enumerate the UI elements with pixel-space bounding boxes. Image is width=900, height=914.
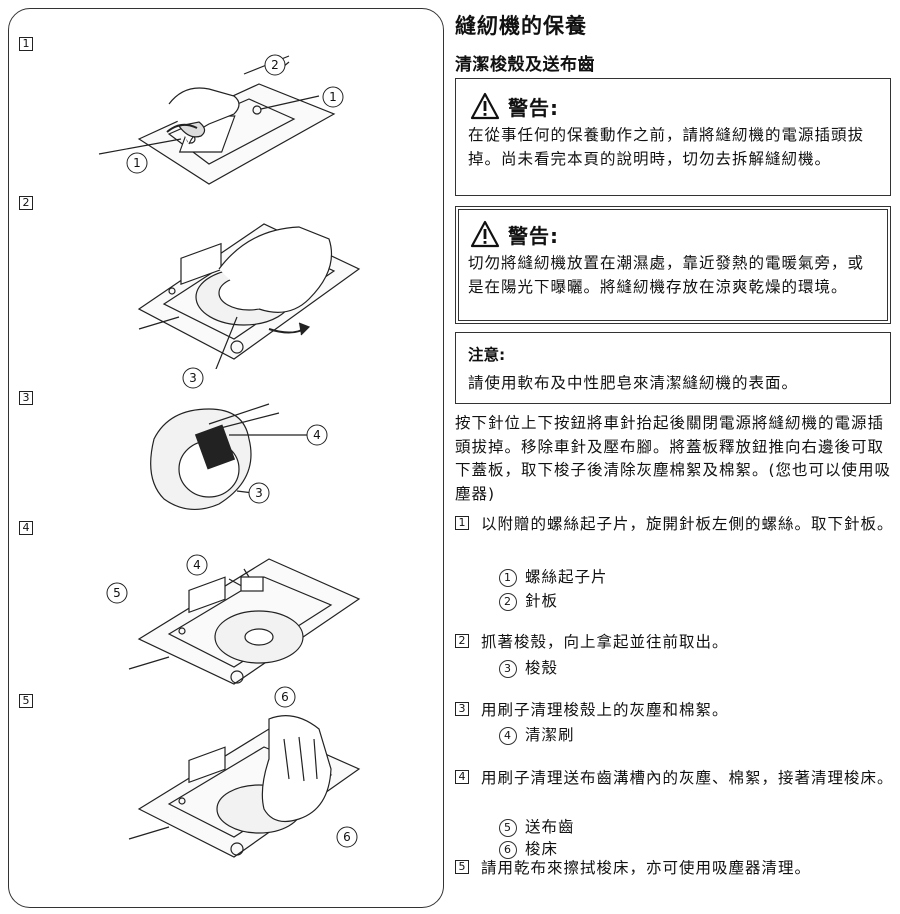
- fig3-callout-3-text: 3: [255, 486, 263, 500]
- part-number: 4: [499, 727, 517, 745]
- step-number-box: 5: [455, 860, 469, 874]
- fig4-callout-4-text: 4: [193, 558, 201, 572]
- fig3-callout-4: 4: [306, 424, 328, 446]
- warning-text: 切勿將縫紉機放置在潮濕處，靠近發熱的電暖氣旁，或是在陽光下曝曬。將縫紉機存放在涼…: [468, 254, 865, 296]
- part-number: 3: [499, 660, 517, 678]
- fig1-callout-1-right-text: 1: [329, 90, 337, 104]
- note-heading: 注意:: [468, 346, 506, 364]
- figure-step-1-label: 1: [19, 37, 33, 51]
- figure-wipe-hook-race: [69, 709, 369, 869]
- fig1-callout-1-right: 1: [322, 86, 344, 108]
- part-item: 4 清潔刷: [499, 724, 575, 746]
- fig4-callout-5: 5: [106, 582, 128, 604]
- fig4-callout-4: 4: [186, 554, 208, 576]
- fig1-callout-1-left: 1: [126, 152, 148, 174]
- step-text: 用刷子清理送布齒溝槽內的灰塵、棉絮，接著清理梭床。: [481, 769, 894, 787]
- warning-triangle-icon: [470, 92, 500, 120]
- figure-brush-feed-dogs: [69, 549, 369, 699]
- figure-lift-bobbin-case: [69, 209, 369, 369]
- warning-heading-row: 警告:: [470, 89, 559, 123]
- fig2-callout-3-text: 3: [189, 371, 197, 385]
- part-number: 6: [499, 841, 517, 859]
- step-text: 用刷子清理梭殼上的灰塵和棉絮。: [481, 701, 729, 719]
- part-item: 1 螺絲起子片: [499, 566, 608, 588]
- part-item: 5 送布齒: [499, 816, 575, 838]
- fig4-callout-6-text: 6: [281, 690, 289, 704]
- step-number-box: 1: [455, 516, 469, 530]
- fig3-callout-3: 3: [248, 482, 270, 504]
- part-label: 梭床: [525, 840, 559, 858]
- step-text: 以附贈的螺絲起子片，旋開針板左側的螺絲。取下針板。: [481, 515, 894, 533]
- fig5-callout-6-text: 6: [343, 830, 351, 844]
- fig2-callout-3: 3: [182, 367, 204, 389]
- figure-step-4-label: 4: [19, 521, 33, 535]
- step-number-box: 2: [455, 634, 469, 648]
- part-label: 螺絲起子片: [525, 568, 608, 586]
- figure-step-5-label: 5: [19, 694, 33, 708]
- part-label: 送布齒: [525, 818, 575, 836]
- part-label: 梭殼: [525, 659, 559, 677]
- figure-step-3-label: 3: [19, 391, 33, 405]
- warning-text: 在從事任何的保養動作之前，請將縫紉機的電源插頭拔掉。尚未看完本頁的說明時，切勿去…: [468, 126, 865, 168]
- warning-triangle-icon: [470, 220, 500, 248]
- section-subtitle: 清潔梭殼及送布齒: [455, 55, 595, 75]
- fig5-callout-6: 6: [336, 826, 358, 848]
- step-number-box: 4: [455, 770, 469, 784]
- note-text: 請使用軟布及中性肥皂來清潔縫紉機的表面。: [468, 374, 799, 392]
- warning-heading-row: 警告:: [470, 217, 559, 251]
- page-title: 縫紉機的保養: [455, 14, 587, 38]
- fig3-callout-4-text: 4: [313, 428, 321, 442]
- step-text: 抓著梭殼，向上拿起並往前取出。: [481, 633, 729, 651]
- fig4-callout-5-text: 5: [113, 586, 121, 600]
- illustration-panel: 1 2 3 4 5 2 1 1: [8, 8, 444, 908]
- warning-heading: 警告:: [508, 223, 559, 248]
- part-item: 6 梭床: [499, 838, 558, 860]
- note-box: 注意: 請使用軟布及中性肥皂來清潔縫紉機的表面。: [455, 332, 891, 404]
- figure-brush-bobbin-case: [69, 399, 369, 519]
- part-number: 1: [499, 569, 517, 587]
- fig1-callout-1-left-text: 1: [133, 156, 141, 170]
- step-text: 請用乾布來擦拭梭床，亦可使用吸塵器清理。: [481, 859, 812, 877]
- part-item: 2 針板: [499, 590, 558, 612]
- warning-box-unplug: 警告: 在從事任何的保養動作之前，請將縫紉機的電源插頭拔掉。尚未看完本頁的說明時…: [455, 78, 891, 196]
- part-label: 清潔刷: [525, 726, 575, 744]
- part-item: 3 梭殼: [499, 657, 558, 679]
- figure-step-2-label: 2: [19, 196, 33, 210]
- step-number-box: 3: [455, 702, 469, 716]
- warning-heading: 警告:: [508, 95, 559, 120]
- intro-paragraph: 按下針位上下按鈕將車針抬起後關閉電源將縫紉機的電源插頭拔掉。移除車針及壓布腳。將…: [455, 414, 892, 503]
- fig4-callout-6: 6: [274, 686, 296, 708]
- part-number: 5: [499, 819, 517, 837]
- fig1-callout-2-text: 2: [271, 58, 279, 72]
- figure-remove-needle-plate: [69, 44, 369, 194]
- part-number: 2: [499, 593, 517, 611]
- fig1-callout-2: 2: [264, 54, 286, 76]
- part-label: 針板: [525, 592, 559, 610]
- warning-box-storage: 警告: 切勿將縫紉機放置在潮濕處，靠近發熱的電暖氣旁，或是在陽光下曝曬。將縫紉機…: [455, 206, 891, 324]
